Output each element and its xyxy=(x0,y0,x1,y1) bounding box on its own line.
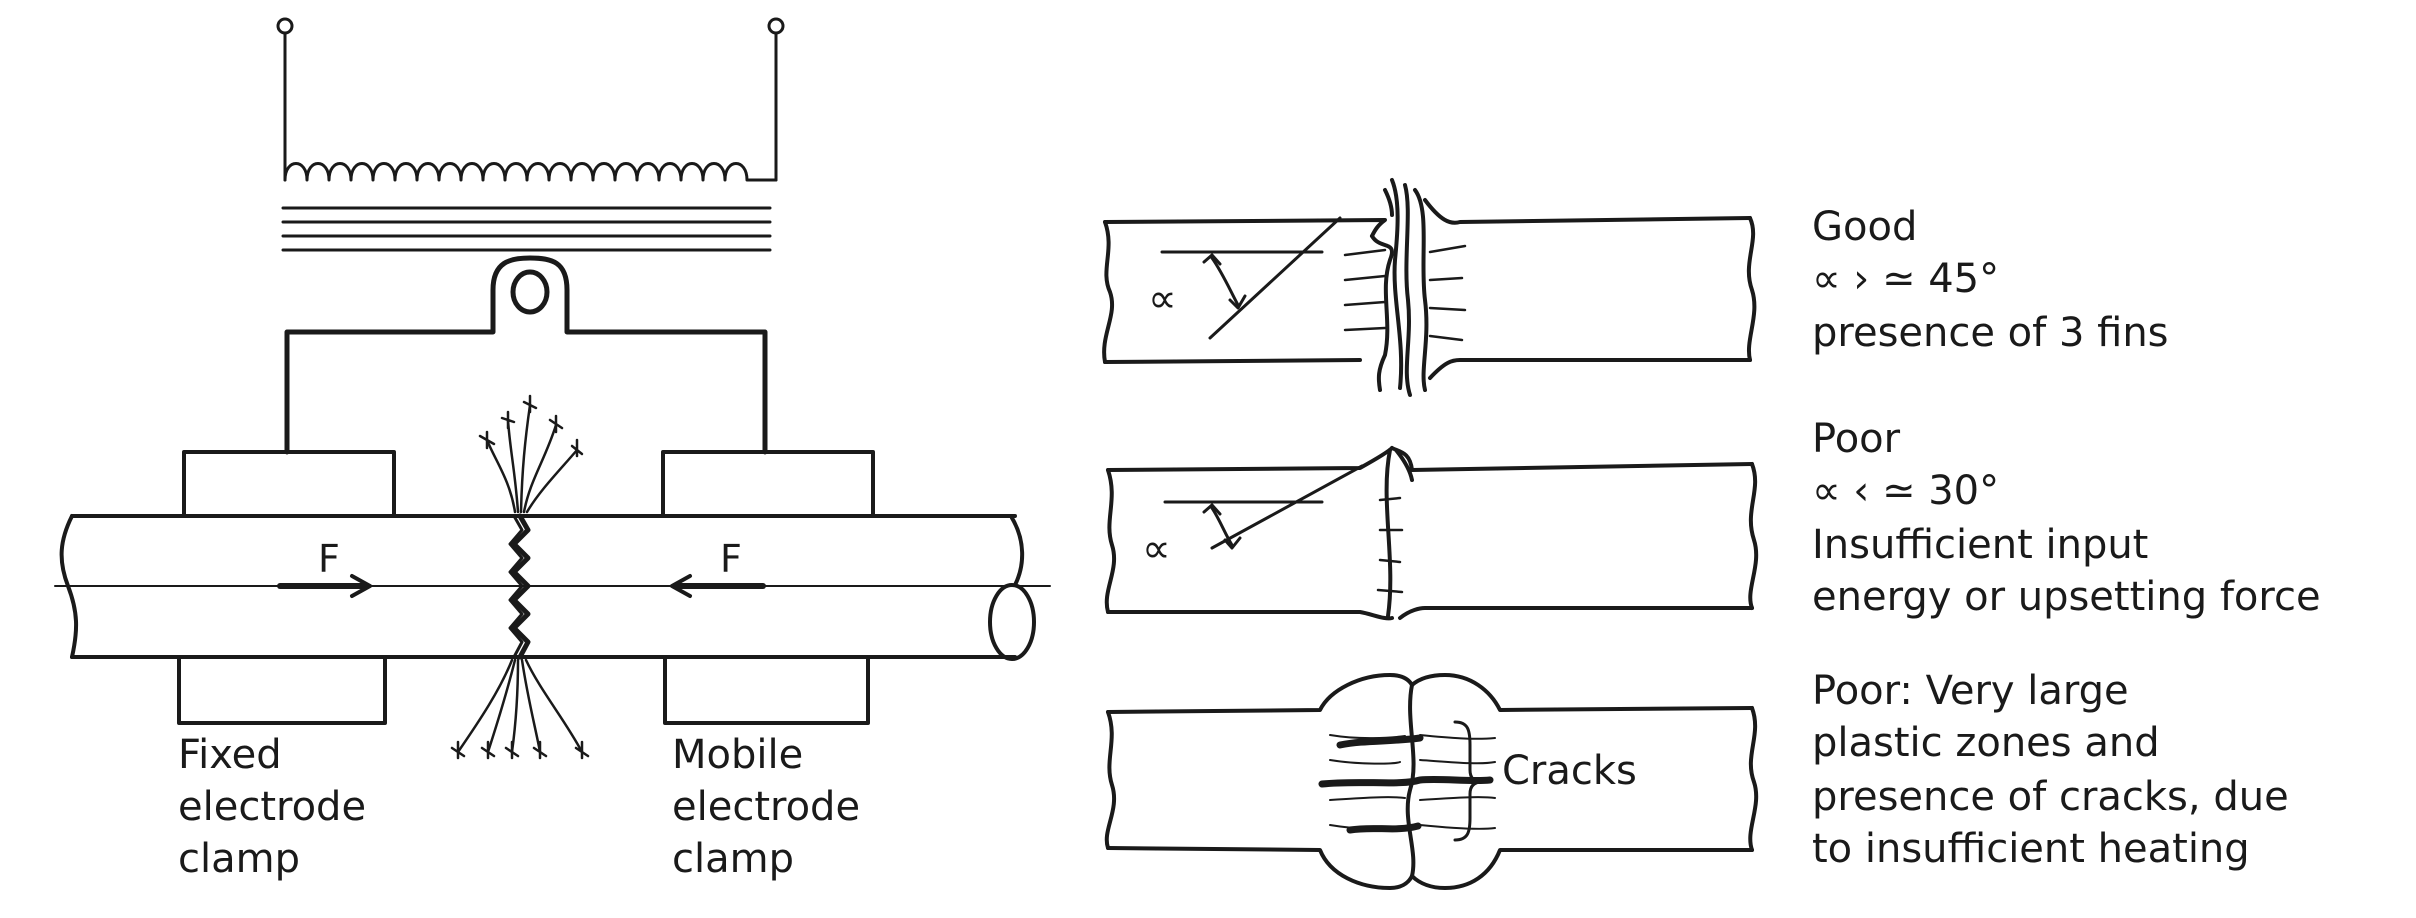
weld-poor-angle xyxy=(1104,446,1759,621)
case1-line3: presence of 3 fins xyxy=(1812,310,2169,356)
case2-line4: energy or upsetting force xyxy=(1812,574,2321,620)
case3-line2: plastic zones and xyxy=(1812,720,2160,766)
mobile-clamp-label-1: Mobile xyxy=(672,732,803,778)
transformer xyxy=(276,17,785,252)
fixed-clamp-label-3: clamp xyxy=(178,836,300,882)
fixed-clamp-label-2: electrode xyxy=(178,784,366,830)
force-label-left: F xyxy=(318,537,340,581)
case2-line1: Poor xyxy=(1812,416,1901,462)
case1-line1: Good xyxy=(1812,204,1917,250)
sparks-top xyxy=(478,394,584,514)
angle-symbol-good: ∝ xyxy=(1148,276,1177,322)
case2-line2: ∝ ‹ ≃ 30° xyxy=(1812,468,1999,514)
force-arrow-left xyxy=(277,574,372,598)
case2-line3: Insufficient input xyxy=(1812,522,2148,568)
mobile-clamp-label-2: electrode xyxy=(672,784,860,830)
case3-line3: presence of cracks, due xyxy=(1812,774,2289,820)
workpiece-bars xyxy=(54,513,1051,661)
case3-line1: Poor: Very large xyxy=(1812,668,2129,714)
sparks-bottom xyxy=(450,658,590,760)
force-label-right: F xyxy=(720,537,742,581)
weld-good xyxy=(1102,178,1757,397)
case3-line4: to insufficient heating xyxy=(1812,826,2250,872)
secondary-circuit xyxy=(284,255,768,455)
transformer-coil xyxy=(283,162,778,182)
mobile-clamp-label-3: clamp xyxy=(672,836,794,882)
fixed-clamp-label-1: Fixed xyxy=(178,732,282,778)
weld-joint xyxy=(511,513,531,660)
weld-poor-cracks xyxy=(1104,673,1759,890)
cracks-label: Cracks xyxy=(1502,748,1637,794)
case1-line2: ∝ › ≃ 45° xyxy=(1812,256,1999,302)
angle-symbol-poor: ∝ xyxy=(1142,526,1171,572)
force-arrow-right xyxy=(670,574,766,598)
